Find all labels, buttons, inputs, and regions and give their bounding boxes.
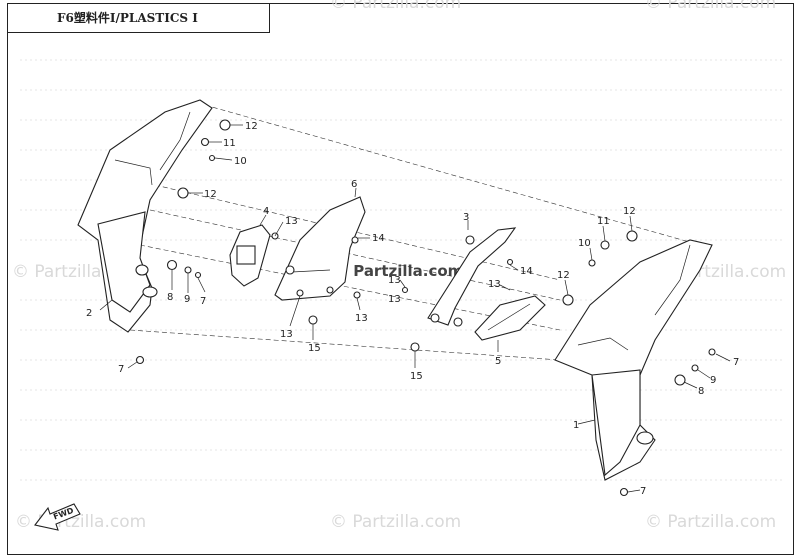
part-5-lamp-lens <box>474 295 546 341</box>
callout-11: 11 <box>597 216 610 227</box>
callout-13: 13 <box>355 313 368 324</box>
watermark: © Partzilla.com <box>330 0 462 13</box>
callout-8: 8 <box>167 292 173 303</box>
callout-10: 10 <box>234 156 247 167</box>
callout-3: 3 <box>463 212 469 223</box>
callout-7: 7 <box>200 296 206 307</box>
callout-14: 14 <box>372 233 385 244</box>
callout-9: 9 <box>184 294 190 305</box>
callout-13: 13 <box>388 275 401 286</box>
callout-12: 12 <box>204 189 217 200</box>
callout-13: 13 <box>388 294 401 305</box>
callout-9: 9 <box>710 375 716 386</box>
callout-12: 12 <box>623 206 636 217</box>
callout-11: 11 <box>223 138 236 149</box>
fwd-arrow: FWD <box>34 503 81 531</box>
callout-8: 8 <box>698 386 704 397</box>
callout-12: 12 <box>557 270 570 281</box>
watermark: © Partzilla.com <box>645 512 777 532</box>
callout-4: 4 <box>263 206 269 217</box>
callout-15: 15 <box>410 371 423 382</box>
part-1-right-side-cover <box>554 239 713 481</box>
drawing-frame <box>7 3 794 555</box>
callout-1: 1 <box>573 420 579 431</box>
callout-10: 10 <box>578 238 591 249</box>
part-6-center-panel <box>274 196 366 301</box>
part-3-center-bracket <box>427 227 517 326</box>
callout-15: 15 <box>308 343 321 354</box>
callout-6: 6 <box>351 179 357 190</box>
callout-14: 14 <box>520 266 533 277</box>
callout-2: 2 <box>86 308 92 319</box>
part-4-bracket <box>229 224 271 287</box>
watermark: © Partzilla.com <box>645 0 777 13</box>
callout-leaders <box>99 124 731 493</box>
callout-numbers: 1 2 3 4 5 6 7 7 7 7 8 8 9 9 10 10 11 11 … <box>86 121 739 497</box>
callout-7: 7 <box>640 486 646 497</box>
callout-5: 5 <box>495 356 501 367</box>
callout-13: 13 <box>285 216 298 227</box>
callout-13: 13 <box>488 279 501 290</box>
assembly-lines <box>129 104 701 361</box>
callout-7: 7 <box>118 364 124 375</box>
callout-13: 13 <box>280 329 293 340</box>
part-2-left-side-cover <box>77 99 213 333</box>
callout-7: 7 <box>733 357 739 368</box>
diagram-title: F6塑料件Ⅰ/PLASTICS Ⅰ <box>57 11 198 25</box>
callout-12: 12 <box>245 121 258 132</box>
watermark: © Partzilla.com <box>330 512 462 532</box>
title-block: F6塑料件Ⅰ/PLASTICS Ⅰ <box>7 3 270 33</box>
watermark-center: © Partzilla.com <box>333 262 464 280</box>
